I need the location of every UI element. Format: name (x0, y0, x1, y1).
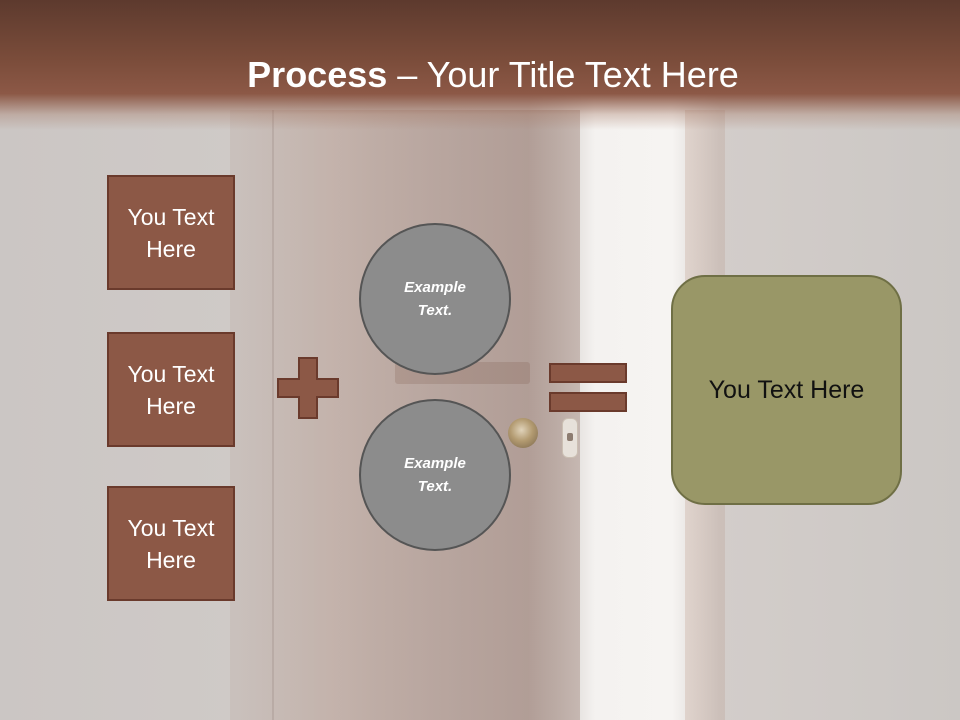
circle-label: Example Text. (404, 279, 466, 319)
result-label: You Text Here (708, 375, 865, 404)
title-bold: Process (247, 54, 388, 95)
door-knob (508, 418, 538, 448)
slide-title: Process – Your Title Text Here (0, 54, 960, 96)
circle-label: Example Text. (404, 455, 466, 495)
plus-icon (277, 357, 339, 419)
title-bar: Process – Your Title Text Here (0, 0, 960, 130)
input-box-label: You Text Here (127, 360, 215, 419)
example-circle-1: Example Text. (359, 223, 511, 375)
result-box: You Text Here (671, 275, 902, 505)
input-box-label: You Text Here (127, 514, 215, 573)
door-latch (562, 418, 578, 458)
equals-icon-top-bar (549, 363, 627, 383)
example-circle-2: Example Text. (359, 399, 511, 551)
title-rest: – Your Title Text Here (387, 54, 739, 95)
door-edge (272, 110, 274, 720)
equals-icon-bottom-bar (549, 392, 627, 412)
input-box-3: You Text Here (107, 486, 235, 601)
input-box-label: You Text Here (127, 203, 215, 262)
input-box-2: You Text Here (107, 332, 235, 447)
input-box-1: You Text Here (107, 175, 235, 290)
